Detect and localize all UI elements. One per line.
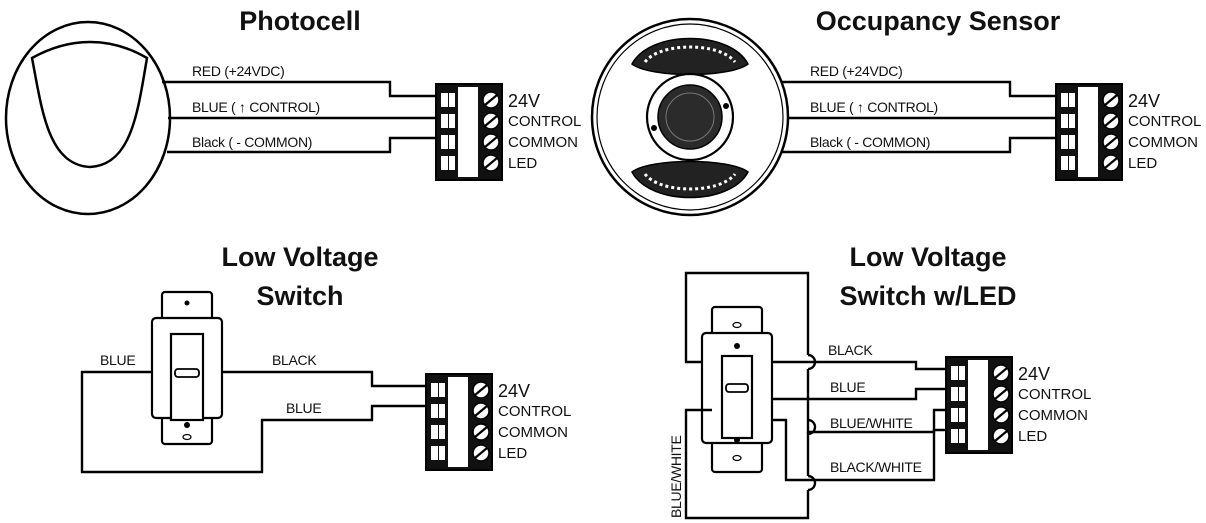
low-voltage-led-title-line1: Low Voltage xyxy=(849,242,1006,272)
terminal-label-common: COMMON xyxy=(1128,134,1198,151)
photocell-device xyxy=(4,20,172,216)
lv-led-wire-bluewhite-label: BLUE/WHITE xyxy=(830,415,913,431)
occupancy-sensor-title: Occupancy Sensor xyxy=(816,6,1061,36)
low-voltage-switch-title-line2: Switch xyxy=(256,281,343,311)
occupancy-wire-black-label: Black ( - COMMON) xyxy=(810,134,930,150)
lv-switch-wire-blue-label: BLUE xyxy=(286,400,321,416)
occupancy-wire-red-label: RED (+24VDC) xyxy=(810,63,902,79)
lv-switch-terminal-block: 24V CONTROL COMMON LED xyxy=(425,373,571,471)
lv-switch-wire-blue-left-label: BLUE xyxy=(100,352,135,368)
terminal-label-24v: 24V xyxy=(1128,91,1160,111)
photocell-terminal-block: 24V CONTROL COMMON LED xyxy=(435,83,581,181)
low-voltage-switch-wires xyxy=(80,370,426,474)
terminal-label-common: COMMON xyxy=(1018,407,1088,424)
lv-led-wire-black-label: BLACK xyxy=(828,342,873,358)
occupancy-sensor-wires xyxy=(782,80,1056,154)
terminal-label-24v: 24V xyxy=(508,91,540,111)
terminal-label-common: COMMON xyxy=(498,424,568,441)
terminal-label-led: LED xyxy=(1128,155,1157,172)
terminal-label-24v: 24V xyxy=(498,381,530,401)
lv-switch-wire-black-label: BLACK xyxy=(272,352,317,368)
terminal-label-common: COMMON xyxy=(508,134,578,151)
terminal-label-control: CONTROL xyxy=(508,113,581,130)
terminal-label-control: CONTROL xyxy=(1018,386,1091,403)
low-voltage-led-switch-wires xyxy=(684,271,946,520)
low-voltage-led-switch-device xyxy=(700,305,774,474)
terminal-label-led: LED xyxy=(508,155,537,172)
terminal-label-led: LED xyxy=(498,445,527,462)
terminal-label-control: CONTROL xyxy=(498,403,571,420)
low-voltage-led-title-line2: Switch w/LED xyxy=(839,281,1016,311)
terminal-label-control: CONTROL xyxy=(1128,113,1201,130)
photocell-wire-black-label: Black ( - COMMON) xyxy=(192,134,312,150)
lv-led-wire-blue-label: BLUE xyxy=(830,379,865,395)
terminal-label-led: LED xyxy=(1018,428,1047,445)
terminal-label-24v: 24V xyxy=(1018,364,1050,384)
photocell-wires xyxy=(162,80,436,154)
occupancy-wire-blue-label: BLUE ( ↑ CONTROL) xyxy=(810,99,938,115)
photocell-wire-red-label: RED (+24VDC) xyxy=(192,63,284,79)
photocell-wire-blue-label: BLUE ( ↑ CONTROL) xyxy=(192,99,320,115)
occupancy-terminal-block: 24V CONTROL COMMON LED xyxy=(1055,83,1201,181)
low-voltage-switch-title-line1: Low Voltage xyxy=(221,242,378,272)
photocell-title: Photocell xyxy=(239,6,361,36)
lv-led-wire-blackwhite-label: BLACK/WHITE xyxy=(830,459,922,475)
low-voltage-switch-device xyxy=(150,290,224,446)
lv-led-wire-bluewhite-vertical-label: BLUE/WHITE xyxy=(668,435,684,518)
terminal-blocks: 24VCONTROLCOMMONLED24VCONTROLCOMMONLED24… xyxy=(425,83,1201,471)
occupancy-sensor-device xyxy=(590,17,790,217)
lv-led-terminal-block: 24V CONTROL COMMON LED xyxy=(945,356,1091,454)
